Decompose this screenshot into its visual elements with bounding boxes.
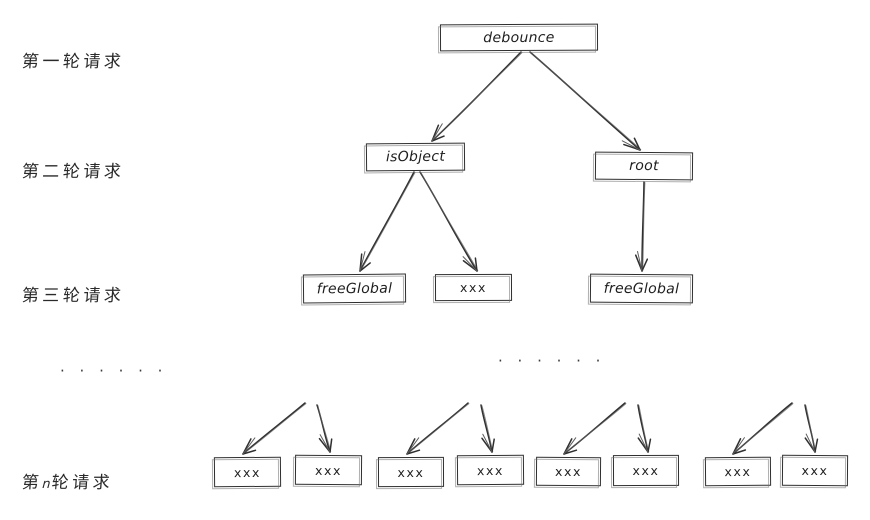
edge-pair3-left xyxy=(563,402,627,455)
row-label-round-3: 第三轮请求 xyxy=(21,286,126,306)
node-xxx-n-3[interactable]: xxx xyxy=(377,456,445,488)
edge-pair2-left xyxy=(406,402,470,455)
edge-debounce-to-isobject xyxy=(431,51,523,142)
node-xxx-n-4[interactable]: xxx xyxy=(456,454,525,486)
edge-pair2-right xyxy=(480,404,495,453)
node-label-xxx-n-7: xxx xyxy=(724,463,752,480)
node-label-debounce: debounce xyxy=(483,29,555,46)
node-label-root: root xyxy=(629,157,659,175)
row-label-round-n-prefix: 第n轮请求 xyxy=(21,473,114,493)
ellipsis-center: · · · · · · xyxy=(498,352,606,370)
edge-pair1-right xyxy=(316,404,333,453)
node-label-xxx-n-2: xxx xyxy=(314,462,343,478)
edge-debounce-to-root xyxy=(529,51,642,151)
node-label-xxx-n-3: xxx xyxy=(397,464,425,480)
node-debounce[interactable]: debounce xyxy=(439,23,599,52)
node-root[interactable]: root xyxy=(594,151,694,181)
node-xxx-n-2[interactable]: xxx xyxy=(294,454,363,486)
node-isobject[interactable]: isObject xyxy=(365,142,466,172)
edge-isobject-to-freeglobal xyxy=(359,171,416,272)
node-xxx-n-8[interactable]: xxx xyxy=(781,454,849,487)
edge-pair1-left xyxy=(242,402,307,455)
edge-pair3-right xyxy=(637,404,652,453)
node-label-xxx-n-1: xxx xyxy=(233,464,262,480)
node-xxx-r3[interactable]: xxx xyxy=(434,273,513,302)
node-label-freeglobal-1: freeGlobal xyxy=(316,280,393,297)
edge-pair4-right xyxy=(804,404,819,453)
node-xxx-n-6[interactable]: xxx xyxy=(612,454,680,487)
edge-pair4-left xyxy=(732,402,794,455)
row-label-round-1: 第一轮请求 xyxy=(21,52,126,72)
node-label-isobject: isObject xyxy=(385,148,446,166)
edge-root-to-freeglobal xyxy=(634,181,649,272)
node-freeglobal-1[interactable]: freeGlobal xyxy=(302,273,407,304)
node-label-xxx-r3: xxx xyxy=(459,279,488,296)
node-label-freeglobal-2: freeGlobal xyxy=(603,280,680,297)
edge-isobject-to-xxx xyxy=(419,171,479,272)
node-label-xxx-n-6: xxx xyxy=(632,462,660,479)
node-xxx-n-1[interactable]: xxx xyxy=(213,456,282,488)
node-freeglobal-2[interactable]: freeGlobal xyxy=(589,273,694,304)
row-label-round-2: 第二轮请求 xyxy=(21,162,126,182)
node-label-xxx-n-4: xxx xyxy=(476,462,505,478)
ellipsis-left: · · · · · · xyxy=(60,362,168,380)
node-label-xxx-n-8: xxx xyxy=(801,462,829,479)
node-label-xxx-n-5: xxx xyxy=(554,463,583,480)
node-xxx-n-7[interactable]: xxx xyxy=(704,456,772,487)
node-xxx-n-5[interactable]: xxx xyxy=(535,456,602,487)
